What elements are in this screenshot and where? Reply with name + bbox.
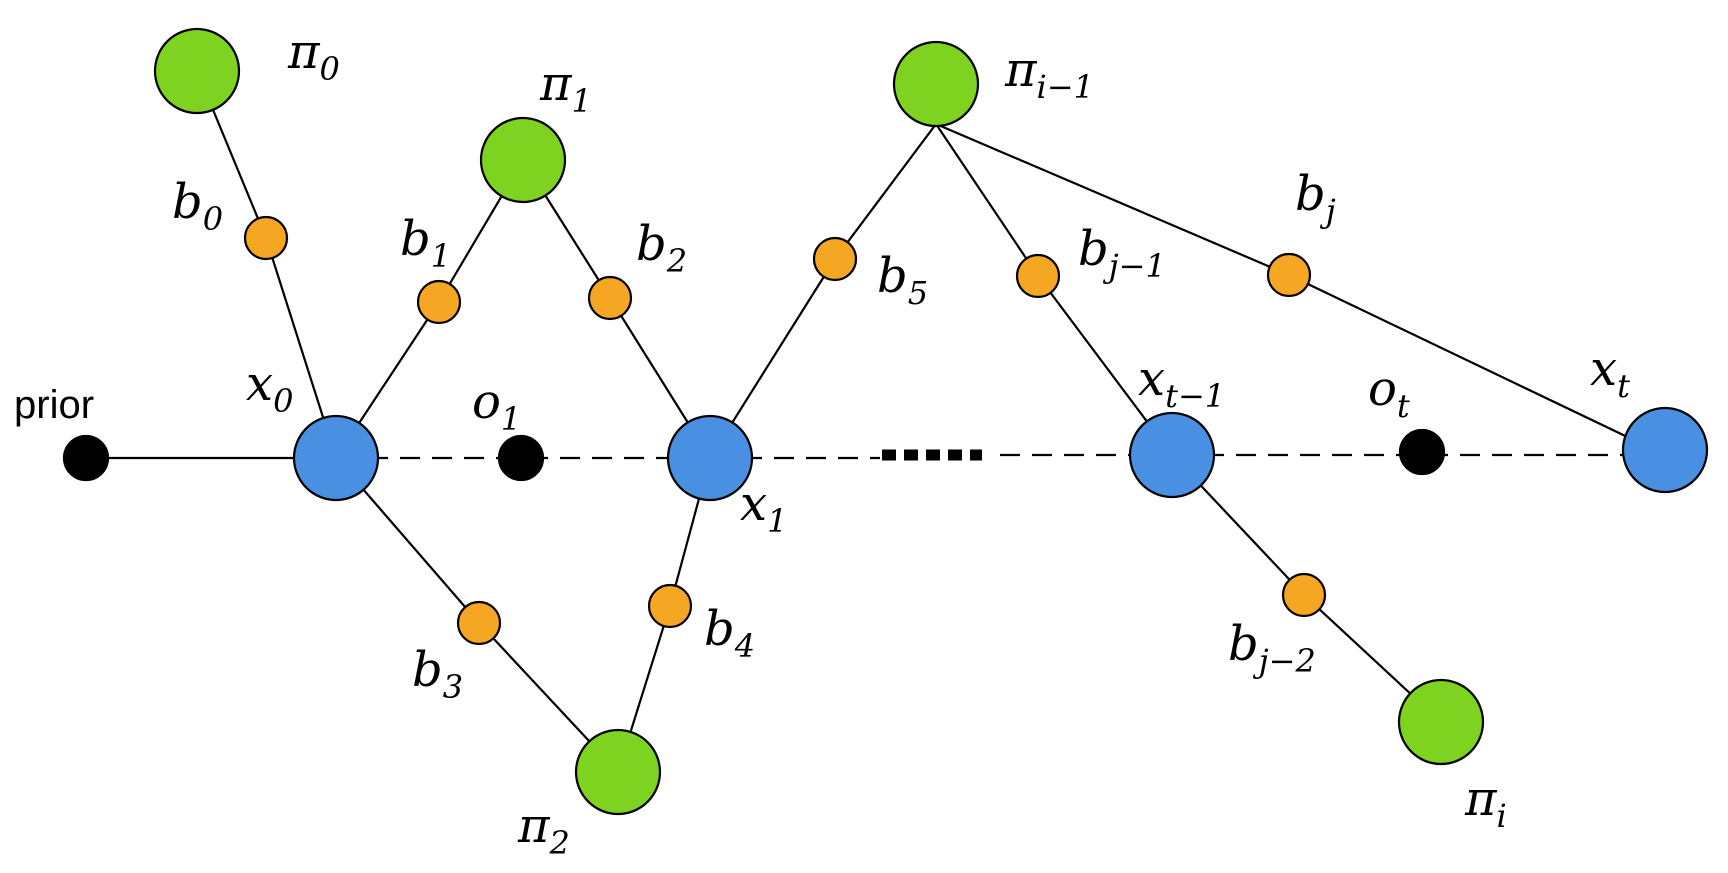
- belief-b2-node: [587, 275, 633, 321]
- belief-b1-node: [416, 279, 462, 325]
- policy-pi_i_1-node: [892, 40, 980, 128]
- label-b4: b4: [704, 601, 755, 665]
- label-pi0: π0: [287, 24, 340, 88]
- edge-pi_i_1-b_j: [935, 122, 1290, 277]
- belief-b5-node: [812, 236, 858, 282]
- label-ot: ot: [1368, 361, 1410, 425]
- label-b_j_1: bj−1: [1078, 221, 1166, 285]
- label-prior: prior: [14, 383, 94, 427]
- belief-b_j_1-node: [1015, 253, 1061, 299]
- policy-pi2-node: [574, 728, 662, 816]
- policy-pi0-node: [153, 27, 241, 115]
- label-pi_i_1: πi−1: [1004, 42, 1094, 106]
- state-x1-node: [666, 414, 754, 502]
- belief-b4-node: [647, 583, 693, 629]
- label-pi2: π2: [517, 798, 570, 862]
- policy-pi_i-node: [1397, 678, 1485, 766]
- belief-b0-node: [243, 215, 289, 261]
- label-b_j_2: bj−2: [1228, 616, 1316, 680]
- observation-o1-node: [497, 434, 545, 482]
- label-o1: o1: [472, 374, 521, 438]
- label-b5: b5: [877, 248, 928, 312]
- label-xt: xt: [1590, 341, 1630, 405]
- label-xt1: xt−1: [1138, 351, 1225, 415]
- observation-ot-node: [1398, 428, 1446, 476]
- edge-pi_i_1-b_j_1: [935, 123, 1039, 277]
- state-x0-node: [292, 414, 380, 502]
- label-b1: b1: [400, 211, 451, 275]
- state-xt1-node: [1128, 411, 1216, 499]
- label-pi1: π1: [539, 56, 592, 120]
- state-xt-node: [1621, 406, 1709, 494]
- belief-b3-node: [456, 600, 502, 646]
- policy-pi1-node: [479, 116, 567, 204]
- label-b_j: bj: [1295, 166, 1336, 230]
- belief-b_j-node: [1266, 252, 1312, 298]
- label-x1: x1: [740, 476, 787, 540]
- belief-b_j_2-node: [1281, 572, 1327, 618]
- label-pi_i: πi: [1464, 771, 1507, 835]
- label-b2: b2: [636, 216, 687, 280]
- label-b3: b3: [412, 642, 463, 706]
- prior-node: [62, 434, 110, 482]
- labels: prior π0 π1 π2 πi−1 πi x0 x1 xt−1 xt o1 …: [14, 24, 1630, 862]
- label-x0: x0: [246, 356, 293, 420]
- edge-b5-pi_i_1: [834, 123, 937, 260]
- label-b0: b0: [172, 174, 223, 238]
- nodes: [62, 27, 1709, 816]
- edge-b_j-xt: [1288, 274, 1666, 456]
